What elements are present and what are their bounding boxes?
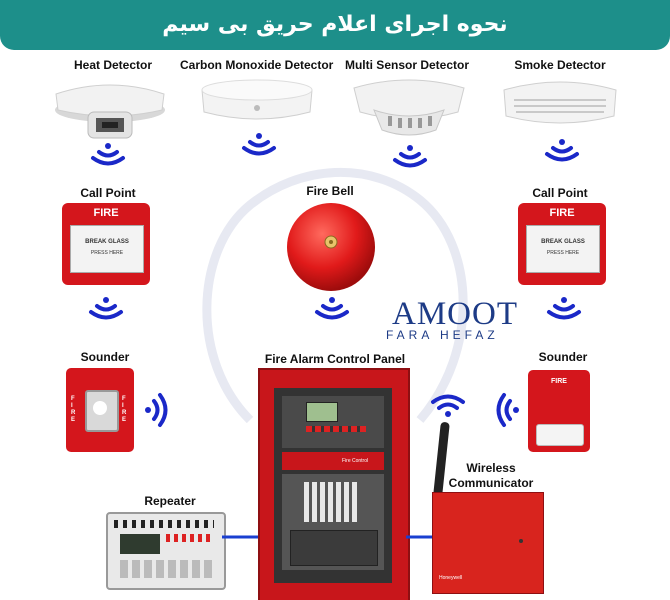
smoke-detector-label: Smoke Detector <box>514 58 606 72</box>
sounder-right-signal-icon <box>496 393 519 427</box>
call-point-left-break-glass: BREAK GLASS <box>85 239 129 245</box>
smoke-detector-signal-icon <box>545 139 579 162</box>
wireless-communicator-signal-icon <box>431 394 465 417</box>
heat-detector-icon <box>55 84 165 139</box>
call-point-right-label: Call Point <box>532 186 588 200</box>
call-point-left-icon: FIRE BREAK GLASS PRESS HERE <box>62 203 150 285</box>
sounder-left-signal-icon <box>145 393 168 427</box>
call-point-left-label: Call Point <box>80 186 136 200</box>
wireless-communicator-label-line1: Wireless <box>466 461 516 475</box>
page-title: نحوه اجرای اعلام حریق بی سیم <box>162 12 508 37</box>
smoke-detector-icon <box>503 81 617 124</box>
call-point-right-fire-text: FIRE <box>549 207 575 219</box>
control-panel-label: Fire Alarm Control Panel <box>264 352 406 366</box>
fire-bell-icon <box>287 203 375 291</box>
repeater-label: Repeater <box>144 494 196 508</box>
sounder-right-label: Sounder <box>538 350 588 364</box>
wireless-communicator-brand: Honeywell <box>439 575 463 581</box>
control-panel-icon: Fire Control <box>258 368 410 600</box>
heat-detector-label: Heat Detector <box>73 58 153 72</box>
call-point-left-press-here: PRESS HERE <box>90 250 124 256</box>
brand-logo: AMOOT <box>392 296 518 332</box>
sounder-right-fire-text: FIRE <box>551 378 567 385</box>
multi-sensor-detector-icon <box>353 79 465 136</box>
call-point-right-signal-icon <box>547 297 581 320</box>
wireless-communicator-label-line2: Communicator <box>448 476 534 490</box>
call-point-right-press-here: PRESS HERE <box>546 250 580 256</box>
brand-tagline: FARA HEFAZ <box>386 328 499 342</box>
header-banner <box>0 0 670 50</box>
sounder-right-icon: FIRE <box>528 370 590 452</box>
co-detector-signal-icon <box>242 133 276 156</box>
multi-sensor-detector-label: Multi Sensor Detector <box>344 58 470 72</box>
fire-bell-label: Fire Bell <box>306 184 354 198</box>
call-point-right-icon: FIRE BREAK GLASS PRESS HERE <box>518 203 606 285</box>
wireless-communicator-icon: Honeywell <box>432 492 544 594</box>
call-point-left-fire-text: FIRE <box>93 207 119 219</box>
heat-detector-signal-icon <box>91 143 125 166</box>
sounder-left-label: Sounder <box>80 350 130 364</box>
control-panel-caption: Fire Control <box>342 458 369 464</box>
call-point-right-break-glass: BREAK GLASS <box>541 239 585 245</box>
co-detector-label: Carbon Monoxide Detector <box>180 58 334 72</box>
fire-bell-signal-icon <box>315 297 349 320</box>
multi-sensor-signal-icon <box>393 145 427 168</box>
co-detector-icon <box>201 79 313 120</box>
call-point-left-signal-icon <box>89 297 123 320</box>
repeater-icon <box>106 512 226 590</box>
